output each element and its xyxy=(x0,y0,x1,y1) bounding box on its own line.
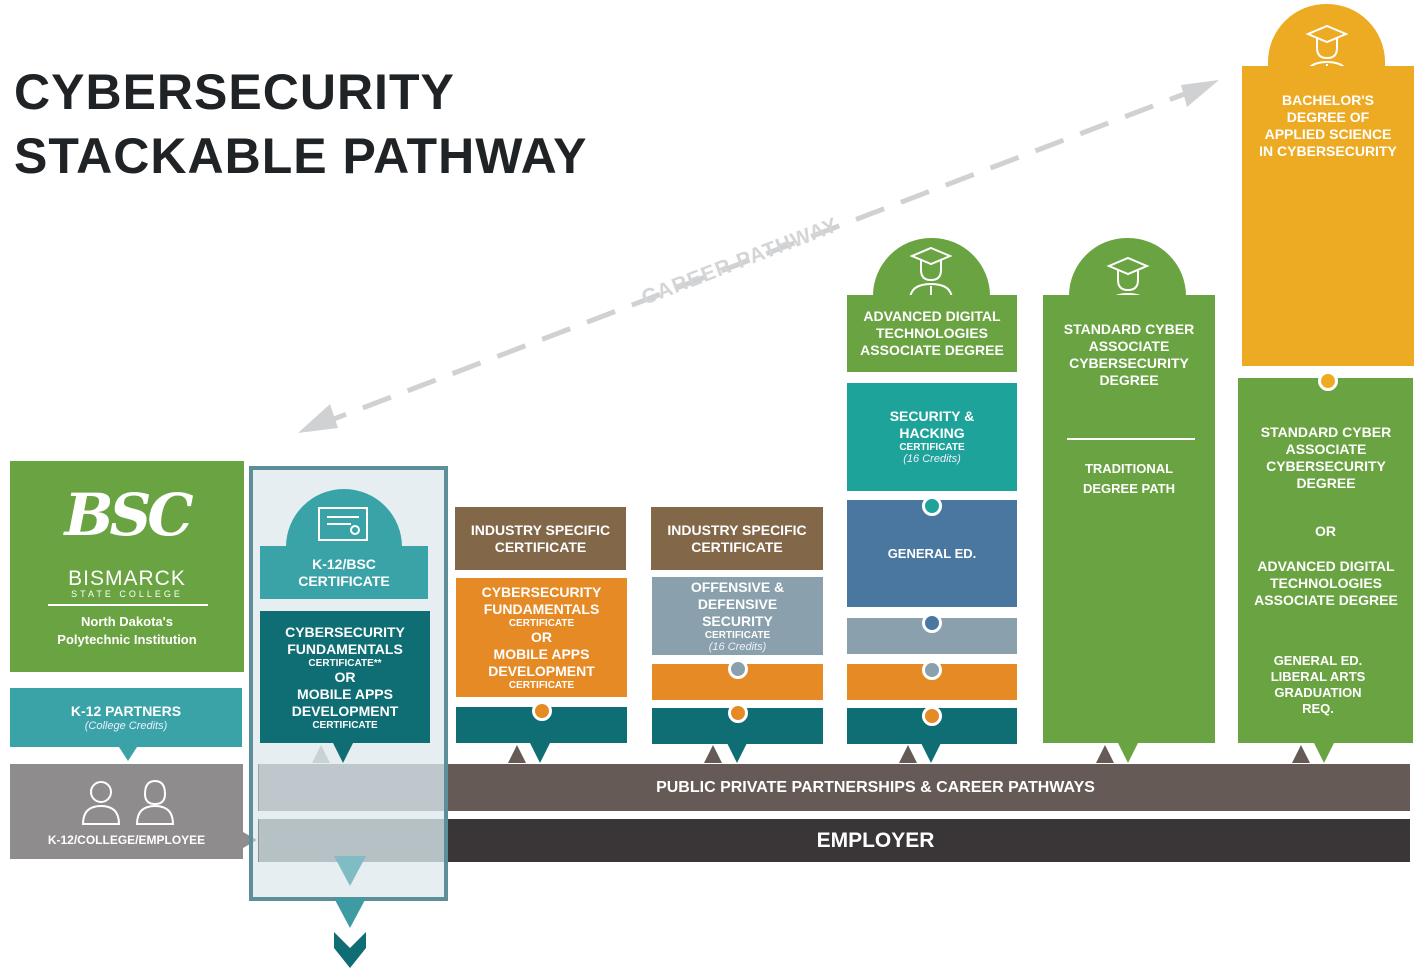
col2-connector xyxy=(532,701,552,721)
partnerships-label: PUBLIC PRIVATE PARTNERSHIPS & CAREER PAT… xyxy=(656,779,1095,796)
col6-deg2: ADVANCED DIGITAL TECHNOLOGIES ASSOCIATE … xyxy=(1254,558,1398,608)
col4-credits: (16 Credits) xyxy=(903,453,961,465)
col3-cert: CERTIFICATE xyxy=(704,629,771,641)
col5-divider xyxy=(1067,438,1195,440)
career-pathway-label: CAREER PATHWAY xyxy=(639,213,842,309)
bsc-logo-panel: BSC BISMARCK STATE COLLEGE North Dakota'… xyxy=(10,461,244,672)
col6-pointer xyxy=(1314,743,1334,763)
col1-body1-cert: CERTIFICATE** xyxy=(308,657,382,669)
col2-body: CYBERSECURITY FUNDAMENTALS CERTIFICATE O… xyxy=(456,578,627,697)
col4-cap-label: ADVANCED DIGITAL TECHNOLOGIES ASSOCIATE … xyxy=(860,308,1004,358)
employee-icon xyxy=(135,779,175,825)
col2-body1-cert: CERTIFICATE xyxy=(508,618,575,629)
col1-overlay-light xyxy=(259,764,444,811)
col3-connector-1 xyxy=(728,659,748,679)
col6-gen-ed: GENERAL ED. LIBERAL ARTS GRADUATION REQ. xyxy=(1270,653,1366,716)
employer-bar: EMPLOYER xyxy=(258,819,1410,862)
bsc-tagline-1: North Dakota's xyxy=(81,614,173,629)
chevron-down-icon xyxy=(334,856,366,968)
col5-path: TRADITIONAL DEGREE PATH xyxy=(1083,461,1175,496)
col1-pointer xyxy=(333,743,353,763)
student-icon xyxy=(81,781,121,825)
bsc-subname: STATE COLLEGE xyxy=(71,589,183,599)
col1-or: OR xyxy=(334,668,356,685)
col3-header: INDUSTRY SPECIFIC CERTIFICATE xyxy=(651,507,823,570)
partnerships-bar: PUBLIC PRIVATE PARTNERSHIPS & CAREER PAT… xyxy=(258,764,1410,811)
col2-body2-cert: CERTIFICATE xyxy=(508,680,575,691)
certificate-icon xyxy=(318,507,368,541)
col1-body2: MOBILE APPS DEVELOPMENT xyxy=(291,685,399,719)
col4-gen-ed: GENERAL ED. xyxy=(847,500,1017,607)
bsc-name: BISMARCK xyxy=(68,567,186,590)
col3-credits: (16 Credits) xyxy=(708,640,767,653)
col3-header-label: INDUSTRY SPECIFIC CERTIFICATE xyxy=(667,521,807,555)
col3-body: OFFENSIVE & DEFENSIVE SECURITY CERTIFICA… xyxy=(652,577,823,655)
col1-up-pointer xyxy=(312,745,330,763)
col2-body2: MOBILE APPS DEVELOPMENT xyxy=(488,646,595,679)
col1-body2-cert: CERTIFICATE xyxy=(312,719,378,731)
col4-connector-3 xyxy=(922,660,942,680)
col3-up-pointer xyxy=(704,745,722,763)
k12-bsc-certificate-header: K-12/BSC CERTIFICATE xyxy=(260,546,428,599)
graduate-icon xyxy=(909,246,953,301)
employer-label: EMPLOYER xyxy=(816,829,935,852)
col4-connector-2 xyxy=(922,613,942,633)
col4-gen-ed-label: GENERAL ED. xyxy=(887,546,977,561)
col4-cert: CERTIFICATE xyxy=(899,442,965,453)
k12-bsc-certificate-label: K-12/BSC CERTIFICATE xyxy=(298,555,390,589)
page-title: CYBERSECURITY STACKABLE PATHWAY xyxy=(14,60,588,188)
col4-pointer xyxy=(921,743,941,763)
col3-connector-2 xyxy=(728,703,748,723)
k12-college-employee-label: K-12/COLLEGE/EMPLOYEE xyxy=(47,833,206,847)
col6-up-pointer xyxy=(1292,745,1310,763)
col4-cap: ADVANCED DIGITAL TECHNOLOGIES ASSOCIATE … xyxy=(847,295,1017,372)
title-line-2: STACKABLE PATHWAY xyxy=(14,128,588,184)
col6-cap: BACHELOR'S DEGREE OF APPLIED SCIENCE IN … xyxy=(1242,66,1414,366)
col3-body-label: OFFENSIVE & DEFENSIVE SECURITY xyxy=(690,578,785,629)
k12-partners-box: K-12 PARTNERS (College Credits) xyxy=(10,688,242,747)
col2-body1: CYBERSECURITY FUNDAMENTALS xyxy=(481,584,602,617)
col4-security: SECURITY & HACKING CERTIFICATE (16 Credi… xyxy=(847,383,1017,491)
col5-pointer xyxy=(1118,743,1138,763)
col4-connector-4 xyxy=(922,706,942,726)
bsc-tagline-2: Polytechnic Institution xyxy=(57,632,197,647)
col5-degree: STANDARD CYBER ASSOCIATE CYBERSECURITY D… xyxy=(1063,321,1195,388)
bsc-logo-mark: BSC xyxy=(64,481,193,549)
col2-header: INDUSTRY SPECIFIC CERTIFICATE xyxy=(455,507,626,570)
col6-body: STANDARD CYBER ASSOCIATE CYBERSECURITY D… xyxy=(1238,378,1413,743)
col1-overlay-light-2 xyxy=(259,819,444,862)
col1-body: CYBERSECURITY FUNDAMENTALS CERTIFICATE**… xyxy=(260,611,430,743)
col1-body1: CYBERSECURITY FUNDAMENTALS xyxy=(285,623,405,657)
col3-pointer xyxy=(727,743,747,763)
k12-partners-label: K-12 PARTNERS xyxy=(70,702,182,719)
col2-header-label: INDUSTRY SPECIFIC CERTIFICATE xyxy=(470,521,611,555)
col4-connector-1 xyxy=(922,496,942,516)
k12-college-employee-box: K-12/COLLEGE/EMPLOYEE xyxy=(10,764,243,859)
col2-pointer xyxy=(530,743,550,763)
col5-body: STANDARD CYBER ASSOCIATE CYBERSECURITY D… xyxy=(1043,295,1215,743)
col6-or: OR xyxy=(1315,523,1336,539)
col2-up-pointer xyxy=(508,745,526,763)
col4-up-pointer xyxy=(899,745,917,763)
k12-partners-note: (College Credits) xyxy=(84,719,168,732)
col2-or: OR xyxy=(531,629,552,645)
col6-deg1: STANDARD CYBER ASSOCIATE CYBERSECURITY D… xyxy=(1260,424,1392,491)
col6-connector xyxy=(1318,371,1338,391)
bsc-divider xyxy=(48,604,208,606)
title-line-1: CYBERSECURITY xyxy=(14,64,455,120)
col6-cap-label: BACHELOR'S DEGREE OF APPLIED SCIENCE IN … xyxy=(1259,92,1397,159)
k12-partners-pointer xyxy=(119,747,137,761)
col4-sec-label: SECURITY & HACKING xyxy=(889,408,975,441)
col5-up-pointer xyxy=(1096,745,1114,763)
